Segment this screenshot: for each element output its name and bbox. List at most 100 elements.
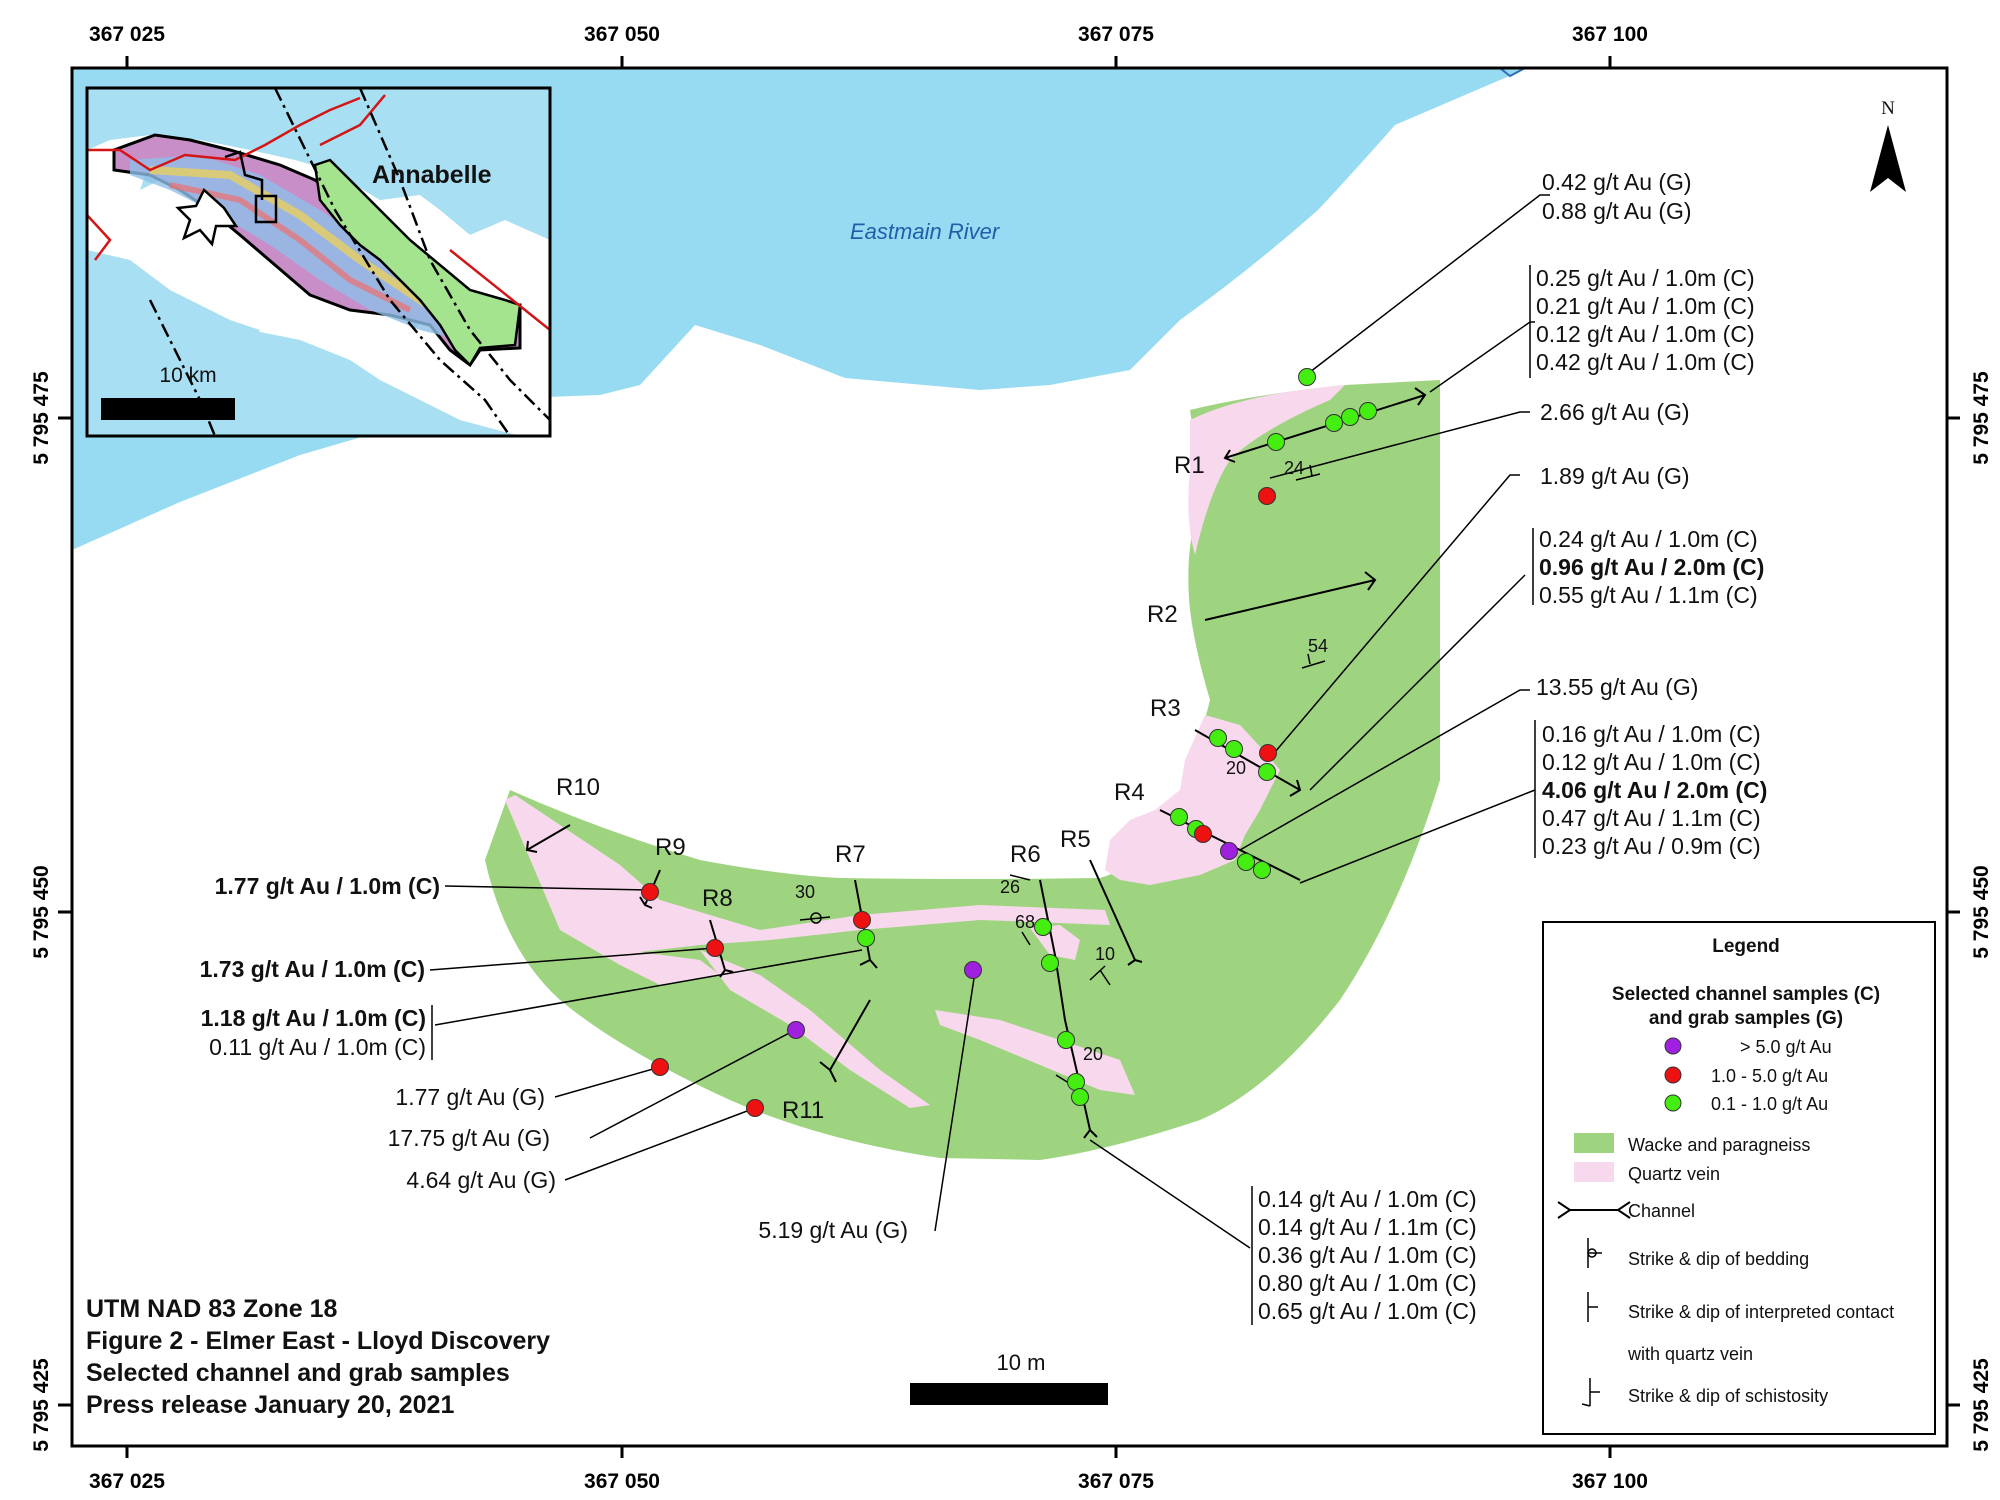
- legend-contact-label: Strike & dip of interpreted contact: [1628, 1302, 1894, 1322]
- map-frame-border: [70, 66, 1949, 1448]
- easting-label-bottom: 367 100: [1572, 1470, 1648, 1493]
- sample-dot: [641, 883, 659, 901]
- sample-dot: [1341, 408, 1359, 426]
- sample-label: 0.65 g/t Au / 1.0m (C): [1258, 1298, 1477, 1324]
- title-line: UTM NAD 83 Zone 18: [86, 1295, 338, 1323]
- location-inset-map: Annabelle 10 km: [85, 86, 552, 438]
- dip-value: 26: [1000, 877, 1020, 897]
- sample-label: 2.66 g/t Au (G): [1540, 399, 1690, 425]
- channel-label-r10: R10: [556, 774, 600, 801]
- sample-label: 0.42 g/t Au / 1.0m (C): [1536, 349, 1755, 375]
- easting-label-top: 367 025: [89, 23, 165, 46]
- sample-label: 1.77 g/t Au (G): [395, 1084, 545, 1110]
- sample-dot: [1225, 740, 1243, 758]
- legend-high-grade-dot: [1664, 1037, 1682, 1055]
- sample-dot: [1067, 1073, 1085, 1091]
- dip-value: 68: [1015, 912, 1035, 932]
- northing-label-left: 5 795 425: [30, 1358, 53, 1452]
- sample-dot: [746, 1099, 764, 1117]
- legend-mid-grade-dot: [1664, 1066, 1682, 1084]
- legend-low-grade-dot: [1664, 1094, 1682, 1112]
- inset-scale-label: 10 km: [159, 364, 216, 387]
- schistosity-symbol-icon: [1581, 1378, 1600, 1407]
- legend-high-grade-label: > 5.0 g/t Au: [1740, 1037, 1832, 1057]
- quartz-vein-r1: [1188, 385, 1345, 555]
- sample-dot: [1237, 853, 1255, 871]
- sample-dot: [1253, 861, 1271, 879]
- sample-dot: [1258, 763, 1276, 781]
- legend-low-grade-label: 0.1 - 1.0 g/t Au: [1711, 1094, 1828, 1114]
- sample-label: 0.16 g/t Au / 1.0m (C): [1542, 721, 1761, 747]
- legend-bedding-label: Strike & dip of bedding: [1628, 1249, 1809, 1269]
- title-line: Figure 2 - Elmer East - Lloyd Discovery: [86, 1327, 550, 1355]
- sample-dot: [1170, 808, 1188, 826]
- northing-label-right: 5 795 450: [1970, 865, 1993, 958]
- dip-value: 24: [1284, 458, 1304, 478]
- sample-dot: [1041, 954, 1059, 972]
- northing-label-left: 5 795 450: [30, 865, 53, 958]
- sample-label: 17.75 g/t Au (G): [388, 1125, 550, 1151]
- channel-label-r11: R11: [782, 1097, 824, 1124]
- sample-dot: [1194, 825, 1212, 843]
- sample-dot: [1057, 1031, 1075, 1049]
- northing-label-right: 5 795 425: [1970, 1358, 1993, 1452]
- channel-label-r7: R7: [835, 841, 866, 868]
- sample-dot: [706, 939, 724, 957]
- inset-place-label: Annabelle: [372, 161, 492, 189]
- channel-label-r2: R2: [1147, 601, 1178, 628]
- channel-label-r1: R1: [1174, 452, 1205, 479]
- sample-label: 13.55 g/t Au (G): [1536, 674, 1698, 700]
- dip-value: 30: [795, 882, 815, 902]
- sample-dot: [1325, 414, 1343, 432]
- sample-dot: [964, 961, 982, 979]
- channel-label-r6: R6: [1010, 841, 1041, 868]
- contact-symbol-icon: [1587, 1292, 1598, 1322]
- sample-dot: [787, 1021, 805, 1039]
- channel-label-r5: R5: [1060, 826, 1091, 853]
- channel-label-r3: R3: [1150, 695, 1181, 722]
- legend: Legend Selected channel samples (C) and …: [1542, 921, 1936, 1435]
- sample-label: 0.23 g/t Au / 0.9m (C): [1542, 833, 1761, 859]
- sample-label: 0.36 g/t Au / 1.0m (C): [1258, 1242, 1477, 1268]
- quartz-vein-main: [505, 795, 1110, 985]
- leader-lines: [429, 194, 1550, 1249]
- easting-label-top: 367 100: [1572, 23, 1648, 46]
- sample-label: 4.64 g/t Au (G): [406, 1167, 556, 1193]
- sample-label: 0.47 g/t Au / 1.1m (C): [1542, 805, 1761, 831]
- sample-label: 0.88 g/t Au (G): [1542, 198, 1692, 224]
- title-line: Selected channel and grab samples: [86, 1359, 510, 1387]
- legend-wacke-label: Wacke and paragneiss: [1628, 1135, 1810, 1155]
- sample-label: 0.12 g/t Au / 1.0m (C): [1542, 749, 1761, 775]
- dip-value: 54: [1308, 636, 1328, 656]
- sample-label: 0.24 g/t Au / 1.0m (C): [1539, 526, 1758, 552]
- easting-label-bottom: 367 025: [89, 1470, 165, 1493]
- sample-label: 0.14 g/t Au / 1.0m (C): [1258, 1186, 1477, 1212]
- star-location-icon: [175, 187, 239, 247]
- easting-label-bottom: 367 050: [584, 1470, 660, 1493]
- river-label: Eastmain River: [850, 219, 1001, 244]
- north-arrow-icon: N: [1870, 98, 1906, 192]
- sample-label: 1.89 g/t Au (G): [1540, 463, 1690, 489]
- sample-dot: [1359, 402, 1377, 420]
- sample-label: 0.21 g/t Au / 1.0m (C): [1536, 293, 1755, 319]
- legend-channel-label: Channel: [1628, 1201, 1695, 1221]
- sample-dot: [1258, 487, 1276, 505]
- legend-samples-heading: and grab samples (G): [1649, 1008, 1843, 1029]
- sample-dot: [1220, 842, 1238, 860]
- sample-dot: [1298, 368, 1316, 386]
- sample-dot: [857, 929, 875, 947]
- legend-mid-grade-label: 1.0 - 5.0 g/t Au: [1711, 1066, 1828, 1086]
- sample-label: 0.96 g/t Au / 2.0m (C): [1539, 554, 1764, 580]
- sample-label: 0.14 g/t Au / 1.1m (C): [1258, 1214, 1477, 1240]
- channel-label-r9: R9: [655, 834, 686, 861]
- legend-contact-label-2: with quartz vein: [1627, 1344, 1753, 1364]
- legend-samples-heading: Selected channel samples (C): [1612, 984, 1880, 1005]
- sample-dot: [1034, 918, 1052, 936]
- sample-points: [641, 368, 1377, 1117]
- quartz-vein-lower-1: [700, 950, 930, 1108]
- scale-bar: [910, 1383, 1108, 1405]
- sample-label: 0.12 g/t Au / 1.0m (C): [1536, 321, 1755, 347]
- sample-label: 0.42 g/t Au (G): [1542, 169, 1692, 195]
- sample-label: 1.77 g/t Au / 1.0m (C): [215, 873, 440, 899]
